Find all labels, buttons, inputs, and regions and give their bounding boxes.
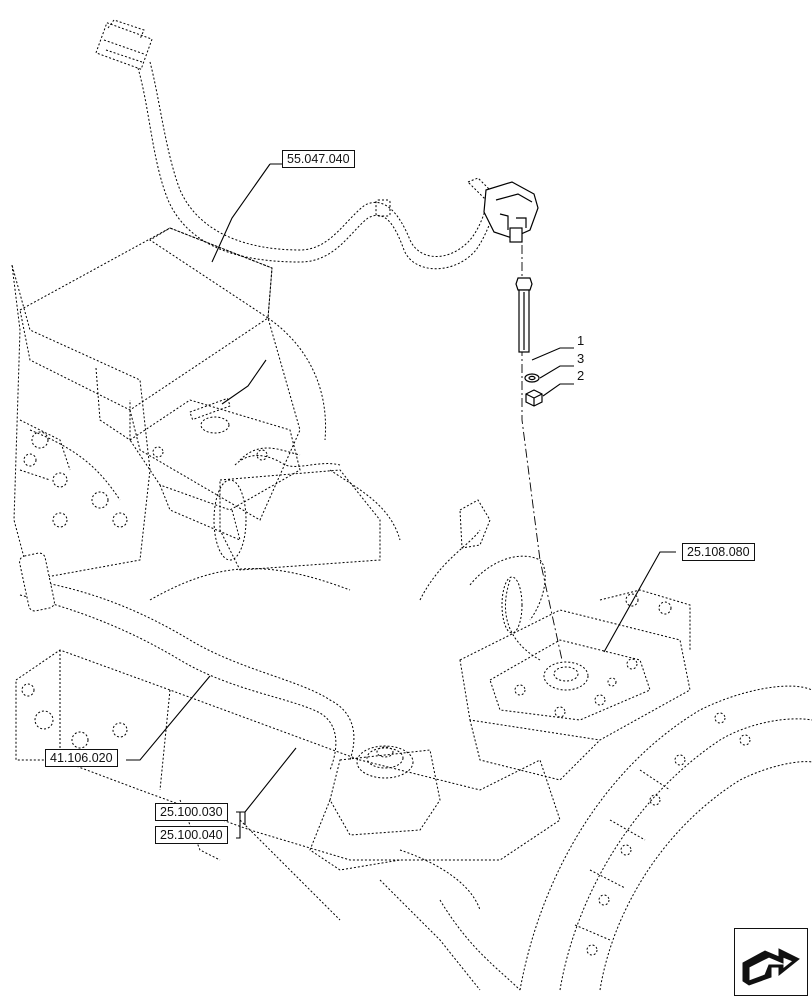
ref-41-106-020[interactable]: 41.106.020 (45, 749, 118, 767)
next-page-arrow-icon[interactable] (734, 928, 808, 996)
washer-part (524, 373, 540, 383)
nut-part (525, 389, 543, 407)
sensor-connector (483, 181, 539, 243)
hydraulic-pipe (19, 552, 355, 771)
steering-cylinder (213, 447, 401, 571)
part-number-washer: 3 (577, 351, 585, 366)
wheel-hub (379, 685, 812, 991)
wiring-harness (95, 19, 497, 270)
pivot-mount (309, 745, 441, 871)
ref-25-108-080[interactable]: 25.108.080 (682, 543, 755, 561)
next-page-arrow-glyph (742, 948, 800, 986)
transmission-housing (11, 227, 327, 581)
ref-25-100-030[interactable]: 25.100.030 (155, 803, 228, 821)
bolt-part (515, 277, 533, 353)
ref-55-047-040[interactable]: 55.047.040 (282, 150, 355, 168)
ref-25-100-040[interactable]: 25.100.040 (155, 826, 228, 844)
part-number-nut: 2 (577, 368, 585, 383)
valve-cover (129, 397, 301, 541)
steering-sensor-housing (459, 589, 691, 781)
front-axle-beam (15, 649, 561, 921)
sensor-loom (419, 499, 546, 661)
part-number-bolt: 1 (577, 333, 585, 348)
